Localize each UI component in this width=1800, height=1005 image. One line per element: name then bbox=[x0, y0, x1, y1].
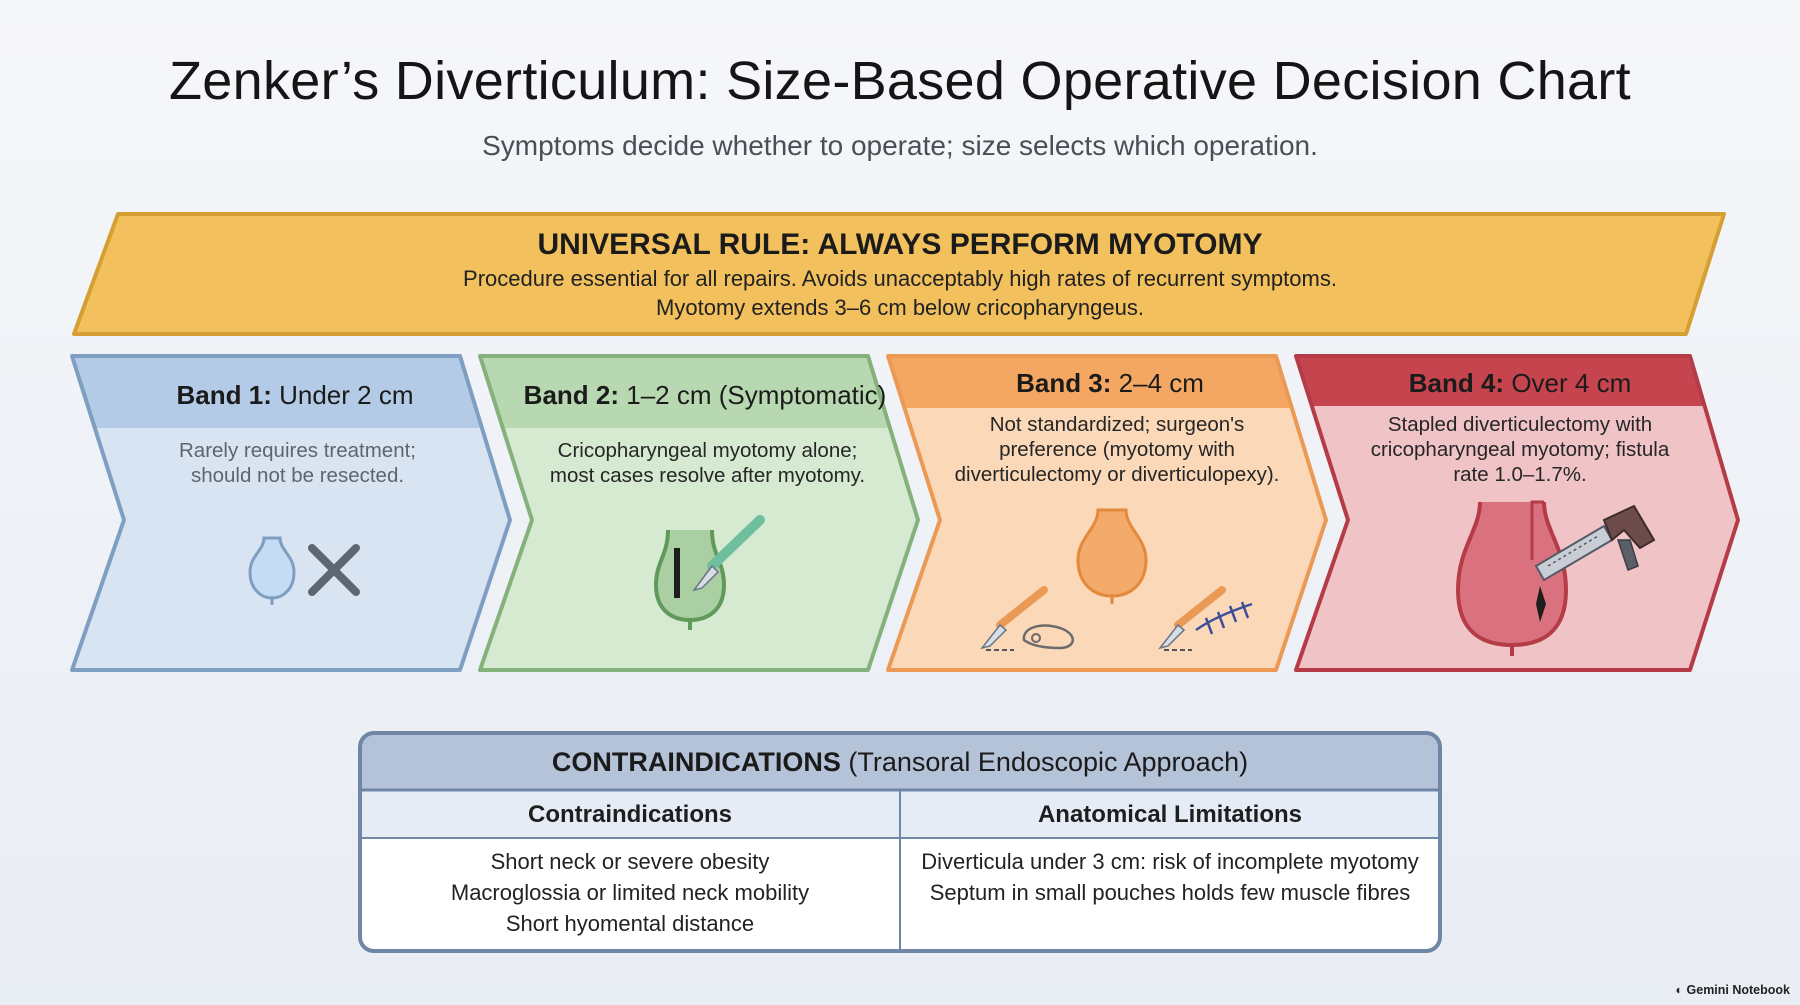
band-4-range: Over 4 cm bbox=[1511, 368, 1632, 398]
page-subtitle: Symptoms decide whether to operate; size… bbox=[482, 130, 1318, 161]
band-2-heading: Band 2: 1–2 cm (Symptomatic) bbox=[505, 380, 905, 411]
contraindications-table-content: CONTRAINDICATIONS (Transoral Endoscopic … bbox=[360, 733, 1440, 951]
page-title: Zenker’s Diverticulum: Size-Based Operat… bbox=[169, 51, 1631, 111]
list-item: Short hyomental distance bbox=[505, 911, 755, 936]
list-item: Macroglossia or limited neck mobility bbox=[450, 880, 810, 905]
contraindications-title-rest: (Transoral Endoscopic Approach) bbox=[840, 747, 1249, 777]
band-1-range: Under 2 cm bbox=[279, 380, 414, 410]
pouch-incision-icon bbox=[654, 529, 726, 630]
band-2-line-1: Cricopharyngeal myotomy alone; bbox=[557, 439, 858, 462]
band-1-line-1: Rarely requires treatment; bbox=[179, 439, 416, 462]
universal-rule-line-1: Procedure essential for all repairs. Avo… bbox=[463, 266, 1337, 291]
x-mark-icon bbox=[308, 544, 360, 596]
band-3-scalpel-icon-2 bbox=[1158, 586, 1226, 651]
band-4-label: Band 4: bbox=[1408, 368, 1505, 398]
band-4-line-1: Stapled diverticulectomy with bbox=[1387, 413, 1653, 436]
band-1-heading: Band 1: Under 2 cm bbox=[100, 380, 490, 411]
anatomical-limitations-column-header: Anatomical Limitations bbox=[1037, 801, 1303, 828]
stapler-icon bbox=[1534, 504, 1656, 582]
list-item: Short neck or severe obesity bbox=[490, 849, 770, 874]
contraindications-table bbox=[358, 731, 1442, 953]
contraindications-title: CONTRAINDICATIONS (Transoral Endoscopic … bbox=[360, 747, 1440, 778]
universal-rule-line-2: Myotomy extends 3–6 cm below cricopharyn… bbox=[656, 295, 1144, 320]
suture-icon bbox=[1195, 601, 1253, 635]
band-3-label: Band 3: bbox=[1016, 368, 1112, 398]
contraindications-list: Short neck or severe obesity Macroglossi… bbox=[360, 846, 900, 939]
band-2-range: 1–2 cm (Symptomatic) bbox=[626, 380, 887, 410]
band-2-label: Band 2: bbox=[523, 380, 620, 410]
pouch-icon bbox=[248, 536, 296, 605]
band-1-description: Rarely requires treatment; should not be… bbox=[100, 438, 495, 488]
band-1-line-2: should not be resected. bbox=[190, 464, 405, 487]
band-2-chevron bbox=[478, 354, 920, 672]
universal-rule-title: UNIVERSAL RULE: ALWAYS PERFORM MYOTOMY bbox=[537, 228, 1263, 261]
safety-pin-icon bbox=[1022, 624, 1074, 650]
band-3-line-3: diverticulectomy or diverticulopexy). bbox=[954, 463, 1280, 486]
band-3-range: 2–4 cm bbox=[1118, 368, 1204, 398]
scalpel-icon bbox=[692, 515, 765, 592]
list-item: Septum in small pouches holds few muscle… bbox=[929, 880, 1411, 905]
band-4-line-2: cricopharyngeal myotomy; fistula bbox=[1370, 438, 1670, 461]
contraindications-title-bold: CONTRAINDICATIONS bbox=[551, 747, 841, 777]
gemini-logo-icon: ◐ bbox=[1675, 983, 1684, 997]
band-3-description: Not standardized; surgeon's preference (… bbox=[912, 412, 1322, 487]
universal-rule-banner bbox=[72, 212, 1726, 336]
list-item: Diverticula under 3 cm: risk of incomple… bbox=[921, 849, 1419, 874]
band-4-heading: Band 4: Over 4 cm bbox=[1320, 368, 1720, 399]
band-3-heading: Band 3: 2–4 cm bbox=[910, 368, 1310, 399]
watermark-text: Gemini Notebook bbox=[1686, 983, 1790, 997]
band-3-pouch-icon bbox=[1076, 508, 1148, 604]
band-3-line-1: Not standardized; surgeon's bbox=[989, 413, 1245, 436]
large-pouch-icon bbox=[1456, 500, 1568, 656]
anatomical-limitations-list: Diverticula under 3 cm: risk of incomple… bbox=[900, 846, 1440, 908]
band-4-description: Stapled diverticulectomy with cricophary… bbox=[1320, 412, 1720, 487]
band-3-scalpel-icon-1 bbox=[980, 586, 1048, 651]
band-2-description: Cricopharyngeal myotomy alone; most case… bbox=[510, 438, 905, 488]
gemini-notebook-watermark: ◐ Gemini Notebook bbox=[1675, 983, 1790, 997]
band-3-line-2: preference (myotomy with bbox=[999, 438, 1235, 461]
band-1-chevron bbox=[70, 354, 512, 672]
band-2-line-2: most cases resolve after myotomy. bbox=[549, 464, 866, 487]
contraindications-column-header: Contraindications bbox=[527, 801, 732, 828]
band-1-label: Band 1: bbox=[176, 380, 272, 410]
band-4-line-3: rate 1.0–1.7%. bbox=[1453, 463, 1587, 486]
